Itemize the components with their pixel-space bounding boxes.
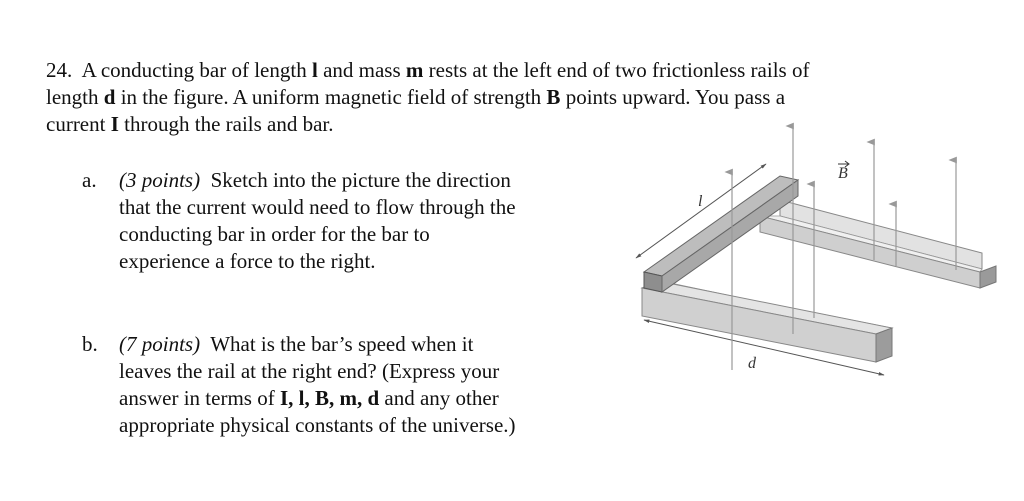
front-rail xyxy=(640,279,894,363)
intro-text: length xyxy=(46,85,104,109)
part-b-letter: b. xyxy=(82,332,98,356)
part-a-text: that the current would need to flow thro… xyxy=(119,195,516,219)
intro-text: current xyxy=(46,112,111,136)
back-rail xyxy=(759,199,997,289)
symbol-mass: m xyxy=(405,58,424,82)
part-a-text: experience a force to the right. xyxy=(119,249,376,273)
problem-statement: 24. A conducting bar of length l and mas… xyxy=(46,57,946,138)
part-a-points: (3 points) xyxy=(119,168,201,192)
intro-text: and mass xyxy=(317,58,406,82)
part-b-variables: I, l, B, m, d xyxy=(279,386,380,410)
part-a-text: conducting bar in order for the bar to xyxy=(119,222,430,246)
symbol-length: l xyxy=(311,58,318,82)
label-distance: d xyxy=(748,355,757,372)
part-a-text: Sketch into the picture the direction xyxy=(210,168,511,192)
intro-text: in the figure. A uniform magnetic field … xyxy=(115,85,547,109)
problem-line-1: 24. A conducting bar of length l and mas… xyxy=(46,57,946,84)
field-label: B xyxy=(838,160,850,182)
part-b-points: (7 points) xyxy=(119,332,201,356)
part-b-text: What is the bar’s speed when it xyxy=(210,332,474,356)
part-b-text: leaves the rail at the right end? (Expre… xyxy=(119,359,500,383)
problem-number: 24. xyxy=(46,58,73,82)
magnetic-field-arrows xyxy=(724,122,957,370)
distance-dimension-arrow xyxy=(643,319,885,376)
part-b-text: and any other xyxy=(379,386,499,410)
intro-text: rests at the left end of two frictionles… xyxy=(423,58,810,82)
part-a-letter: a. xyxy=(82,168,97,192)
problem-line-2: length d in the figure. A uniform magnet… xyxy=(46,84,946,111)
part-a-body: (3 points) Sketch into the picture the d… xyxy=(119,167,516,275)
label-field: B xyxy=(838,165,848,182)
problem-line-3: current I through the rails and bar. xyxy=(46,111,946,138)
intro-text: A conducting bar of length xyxy=(81,58,312,82)
part-b-text: appropriate physical constants of the un… xyxy=(119,413,516,437)
symbol-field: B xyxy=(546,85,561,109)
intro-text: through the rails and bar. xyxy=(118,112,334,136)
symbol-distance: d xyxy=(103,85,116,109)
rail-bar-figure: l d B xyxy=(635,122,997,376)
symbol-current: I xyxy=(110,112,119,136)
part-b-text: answer in terms of xyxy=(119,386,280,410)
length-dimension-arrow xyxy=(635,163,767,259)
part-b-body: (7 points) What is the bar’s speed when … xyxy=(119,331,516,439)
intro-text: points upward. You pass a xyxy=(560,85,786,109)
label-length: l xyxy=(698,193,703,210)
